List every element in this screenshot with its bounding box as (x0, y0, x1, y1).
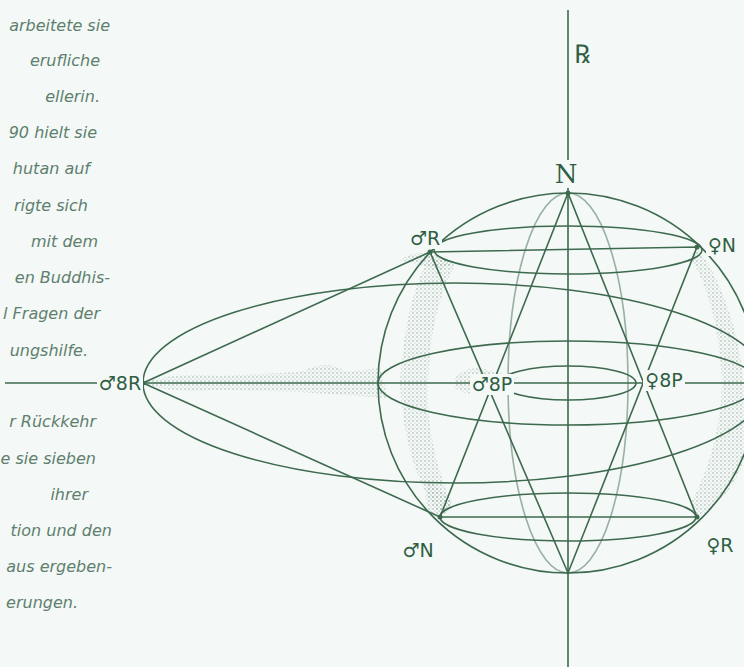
text-fragment: ungshilfe. (10, 343, 88, 359)
text-fragment: mit dem (31, 234, 98, 250)
text-fragment: hutan auf (13, 161, 90, 177)
planet-symbol: ♂8P (470, 374, 515, 395)
planet-symbol: ♂R (408, 228, 442, 249)
text-fragment: e sie sieben (1, 451, 96, 467)
text-fragment: en Buddhis- (15, 270, 110, 286)
text-fragment: erufliche (30, 53, 100, 69)
axis-label: ℞ (572, 40, 592, 68)
text-fragment: tion und den (11, 523, 112, 539)
text-fragment: l Fragen der (3, 306, 100, 322)
text-fragment: r Rückkehr (9, 414, 96, 430)
text-fragment: arbeitete sie (9, 18, 110, 34)
construction-lines (5, 10, 744, 667)
text-fragment: rigte sich (14, 198, 88, 214)
text-fragment: ellerin. (45, 89, 100, 105)
planet-symbol: ♂N (400, 540, 435, 561)
text-fragment: 90 hielt sie (9, 125, 97, 141)
planet-symbol: ♀8P (643, 370, 684, 391)
text-fragment: aus ergeben- (6, 559, 112, 575)
pole-label: N (553, 160, 580, 188)
planet-symbol: ♀N (706, 235, 738, 256)
planet-symbol: ♂8R (97, 373, 143, 394)
planet-symbol: ♀R (704, 535, 735, 556)
text-fragment: erungen. (6, 595, 78, 611)
vertex-dots (141, 191, 700, 520)
stipple-shading (143, 247, 744, 517)
text-fragment: ihrer (50, 487, 88, 503)
